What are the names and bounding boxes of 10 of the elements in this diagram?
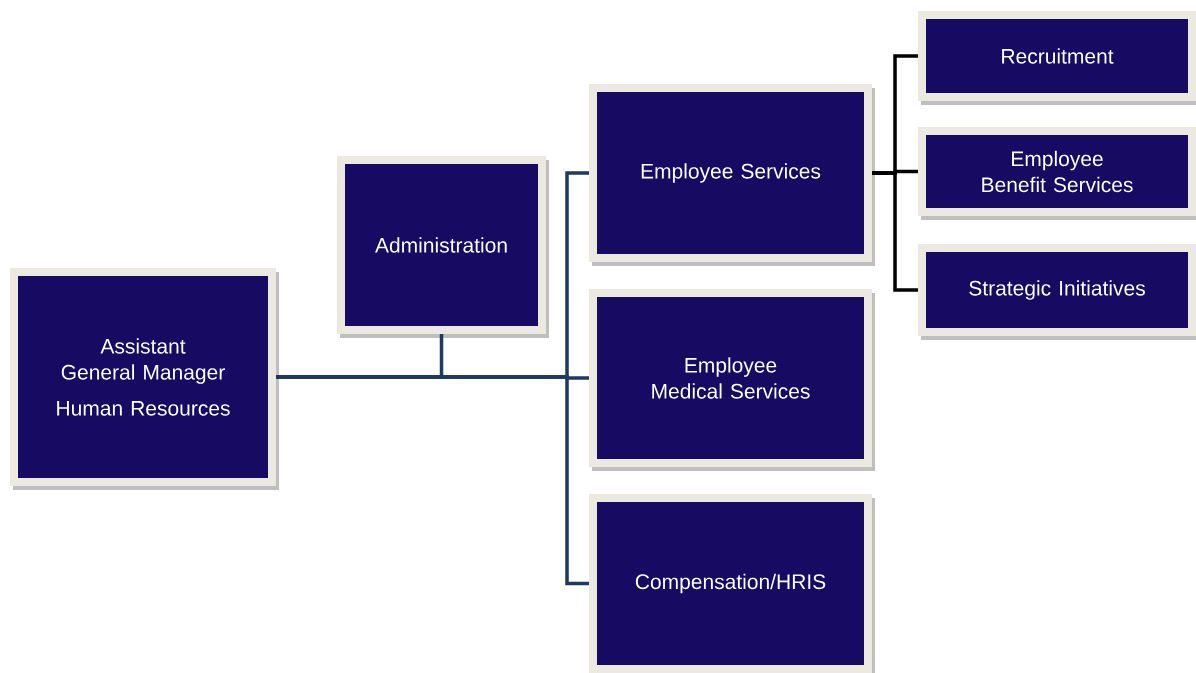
- org-box: Strategic Initiatives: [918, 244, 1196, 340]
- org-box: Employee Benefit Services: [918, 127, 1196, 220]
- org-box: Compensation/HRIS: [589, 494, 875, 673]
- org-box: Administration: [337, 156, 549, 338]
- org-box: Recruitment: [918, 11, 1196, 105]
- org-box: Employee Services: [589, 84, 875, 266]
- connector-line: [276, 375, 589, 586]
- org-box: Assistant General Manager Human Resources: [10, 268, 279, 490]
- connector-line: [872, 171, 918, 292]
- org-box: Employee Medical Services: [589, 289, 875, 471]
